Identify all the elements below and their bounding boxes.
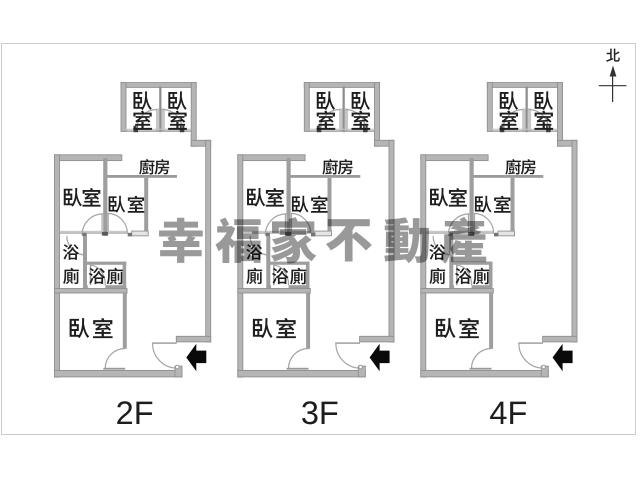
svg-text:4F: 4F — [489, 395, 527, 431]
svg-text:3F: 3F — [301, 395, 339, 431]
svg-text:2F: 2F — [116, 395, 154, 431]
